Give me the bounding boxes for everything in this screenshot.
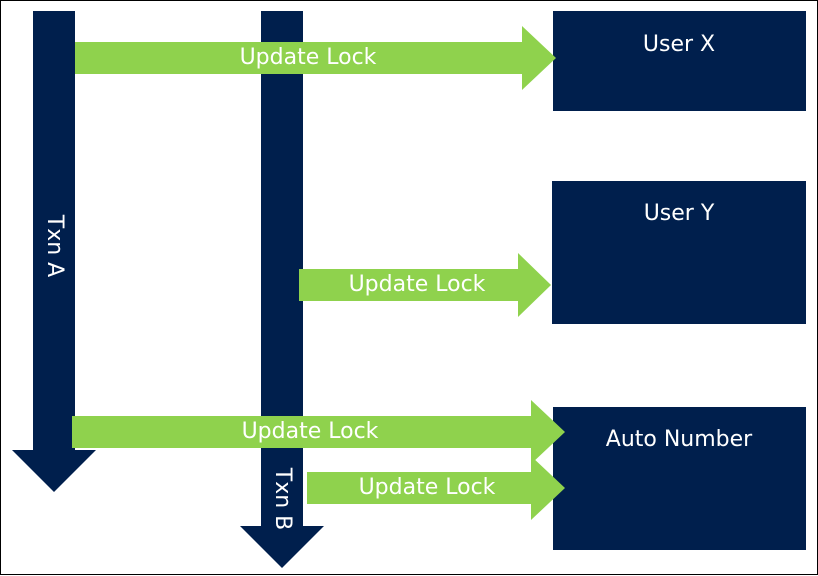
lock-arrow-a-auto-number — [72, 400, 565, 464]
lock-label-a-auto-number: Update Lock — [242, 419, 379, 444]
lock-label-b-user-y: Update Lock — [349, 272, 486, 297]
user-y-label: User Y — [644, 201, 715, 226]
lock-label-b-auto-number: Update Lock — [359, 475, 496, 500]
txn-b-label: Txn B — [270, 467, 295, 531]
auto-number-label: Auto Number — [606, 427, 753, 452]
user-x-box — [553, 11, 806, 111]
user-y-box — [552, 181, 806, 324]
lock-arrow-a-user-x — [75, 26, 556, 90]
txn-a-arrow — [12, 11, 96, 492]
lock-arrow-b-user-y — [299, 253, 551, 317]
auto-number-box — [553, 407, 806, 550]
user-x-label: User X — [643, 32, 715, 57]
lock-arrow-b-auto-number — [307, 456, 565, 520]
txn-a-label: Txn A — [42, 214, 67, 277]
lock-label-a-user-x: Update Lock — [240, 45, 377, 70]
